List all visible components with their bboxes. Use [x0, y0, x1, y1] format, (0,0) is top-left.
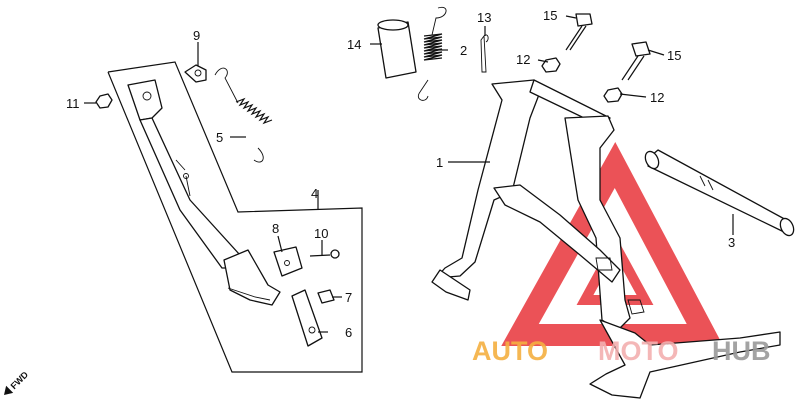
bolt-small: [309, 249, 340, 259]
callout-6: 6: [345, 325, 352, 340]
callout-3: 3: [728, 235, 735, 250]
callout-12-upper: 12: [516, 52, 530, 67]
bolt-lower: [621, 41, 651, 81]
pivot-bolt: [184, 64, 207, 83]
watermark-part-1: AUTO: [472, 336, 548, 366]
main-stand: [431, 79, 781, 399]
arrow-icon: [4, 385, 14, 395]
pin-bushing: [317, 289, 335, 304]
callout-1: 1: [436, 155, 443, 170]
nut-lower: [603, 87, 623, 103]
callout-5: 5: [216, 130, 223, 145]
side-stand: [127, 79, 281, 306]
forward-direction-indicator: FWD: [4, 369, 31, 395]
leader-lines: [84, 15, 734, 333]
watermark-part-2: MOTO: [598, 336, 679, 366]
callout-8: 8: [272, 221, 279, 236]
nut-hex: [95, 93, 113, 109]
callout-12-lower: 12: [650, 90, 664, 105]
callout-4: 4: [311, 186, 318, 201]
rubber-plate: [291, 289, 323, 347]
main-stand-spring: [417, 6, 447, 101]
collar-sleeve: [377, 19, 417, 79]
watermark-part-3: HUB: [712, 336, 771, 366]
watermark-brand: AUTO MOTO HUB: [472, 336, 771, 366]
callout-7: 7: [345, 290, 352, 305]
callout-15-lower: 15: [667, 48, 681, 63]
side-stand-spring: [214, 67, 273, 163]
callout-2: 2: [460, 43, 467, 58]
bracket-plate: [273, 246, 303, 277]
nut-upper: [541, 57, 561, 73]
callout-9: 9: [193, 28, 200, 43]
callout-15-upper: 15: [543, 8, 557, 23]
callout-14: 14: [347, 37, 361, 52]
pivot-shaft: [644, 149, 795, 237]
bolt-upper: [565, 13, 593, 51]
callout-13: 13: [477, 10, 491, 25]
callout-10: 10: [314, 226, 328, 241]
sub-assembly-box: [107, 61, 363, 373]
callout-11: 11: [66, 96, 80, 111]
cotter-pin: [480, 34, 489, 73]
fwd-label: FWD: [9, 369, 31, 391]
